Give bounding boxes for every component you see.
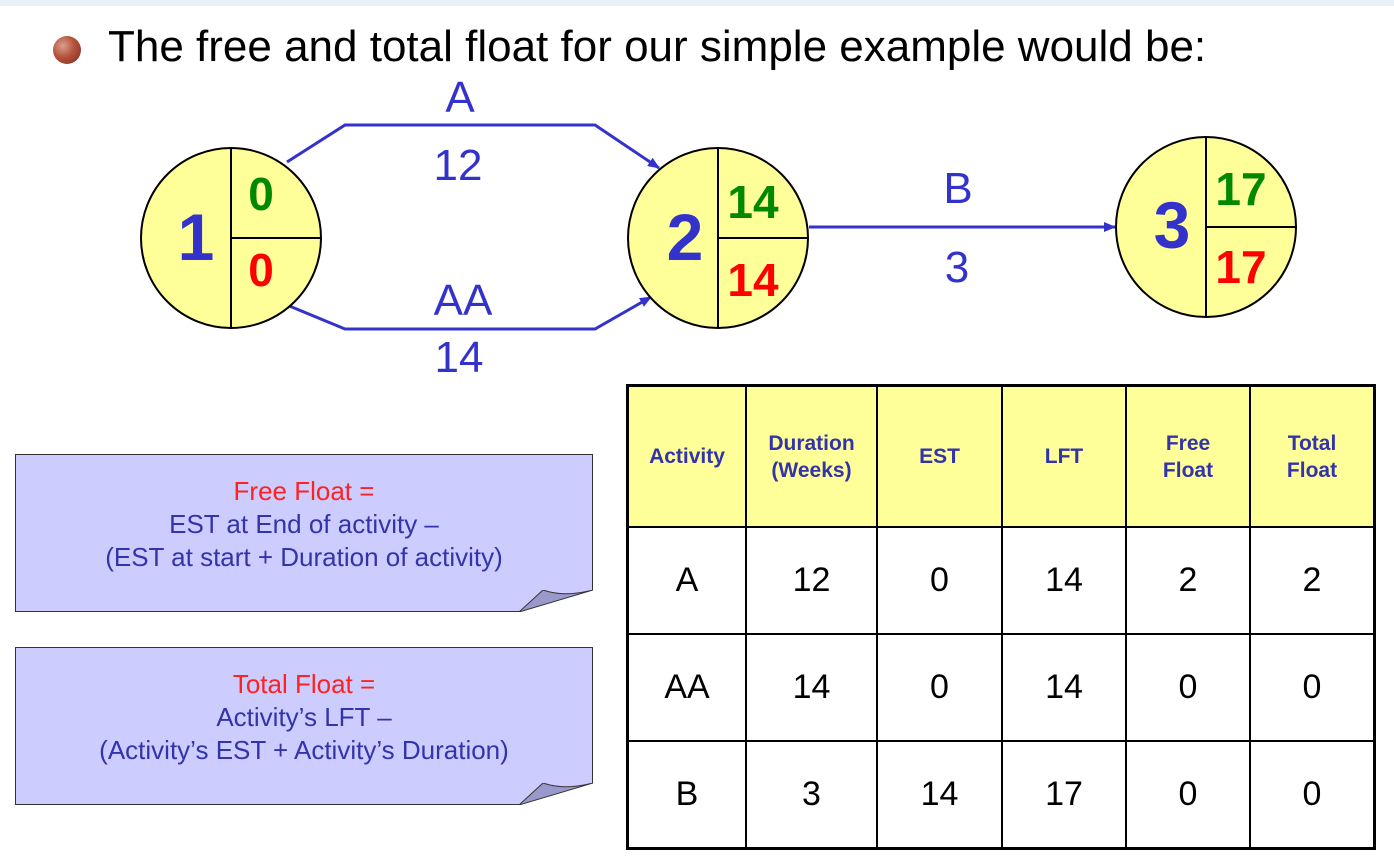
slide-headline: The free and total float for our simple … (108, 22, 1207, 71)
table-row: AA 14 0 14 0 0 (626, 633, 1376, 742)
cell-activity: B (626, 740, 747, 850)
col-header-duration: Duration(Weeks) (745, 384, 878, 528)
cell-duration: 3 (745, 740, 878, 850)
node-number: 2 (667, 200, 704, 274)
total-float-title: Total Float = (232, 669, 376, 699)
activity-b-name: B (943, 164, 972, 213)
table-row: B 3 14 17 0 0 (626, 740, 1376, 850)
node-3: 3 17 17 (1115, 136, 1297, 318)
free-float-title: Free Float = (233, 476, 375, 506)
node-est: 0 (248, 168, 274, 220)
cell-est: 0 (876, 633, 1003, 742)
cell-est: 14 (876, 740, 1003, 850)
col-header-activity: Activity (626, 384, 747, 528)
total-float-note: Total Float = Activity’s LFT – (Activity… (15, 647, 593, 805)
top-band (0, 0, 1394, 6)
cell-duration: 14 (745, 633, 878, 742)
cell-activity: AA (626, 633, 747, 742)
activity-aa-duration: 14 (435, 333, 484, 382)
arrow-activity-aa (286, 295, 652, 331)
activity-b-duration: 3 (945, 243, 969, 292)
arrow-activity-a (286, 123, 660, 170)
free-float-note: Free Float = EST at End of activity – (E… (15, 454, 593, 612)
free-float-line2: (EST at start + Duration of activity) (105, 542, 503, 572)
cell-total-float: 2 (1249, 526, 1376, 635)
node-est: 14 (727, 176, 779, 228)
col-header-lft: LFT (1001, 384, 1127, 528)
cell-duration: 12 (745, 526, 878, 635)
cell-free-float: 0 (1125, 633, 1251, 742)
node-number: 1 (178, 200, 215, 274)
cell-activity: A (626, 526, 747, 635)
page-curl-icon (519, 590, 593, 612)
cell-free-float: 0 (1125, 740, 1251, 850)
node-number: 3 (1154, 188, 1191, 262)
cell-est: 0 (876, 526, 1003, 635)
node-lft: 14 (727, 254, 779, 306)
cell-total-float: 0 (1249, 633, 1376, 742)
total-float-line2: (Activity’s EST + Activity’s Duration) (99, 735, 509, 765)
cell-lft: 14 (1001, 633, 1127, 742)
activity-aa-name: AA (434, 276, 493, 325)
cell-lft: 14 (1001, 526, 1127, 635)
free-float-line1: EST at End of activity – (169, 509, 439, 539)
node-est: 17 (1215, 163, 1266, 215)
cell-total-float: 0 (1249, 740, 1376, 850)
cell-free-float: 2 (1125, 526, 1251, 635)
table-row: A 12 0 14 2 2 (626, 526, 1376, 635)
total-float-line1: Activity’s LFT – (216, 702, 392, 732)
node-1: 1 0 0 (140, 147, 322, 329)
cell-lft: 17 (1001, 740, 1127, 850)
bullet-icon (53, 36, 81, 64)
activity-a-duration: 12 (434, 141, 483, 190)
col-header-est: EST (876, 384, 1003, 528)
node-lft: 0 (248, 244, 274, 296)
page-curl-icon (519, 783, 593, 805)
network-diagram: A 12 AA 14 B 3 1 0 0 2 14 14 3 17 17 (140, 73, 1297, 382)
activity-a-name: A (445, 73, 475, 122)
node-lft: 17 (1215, 241, 1266, 293)
node-2: 2 14 14 (627, 147, 809, 329)
